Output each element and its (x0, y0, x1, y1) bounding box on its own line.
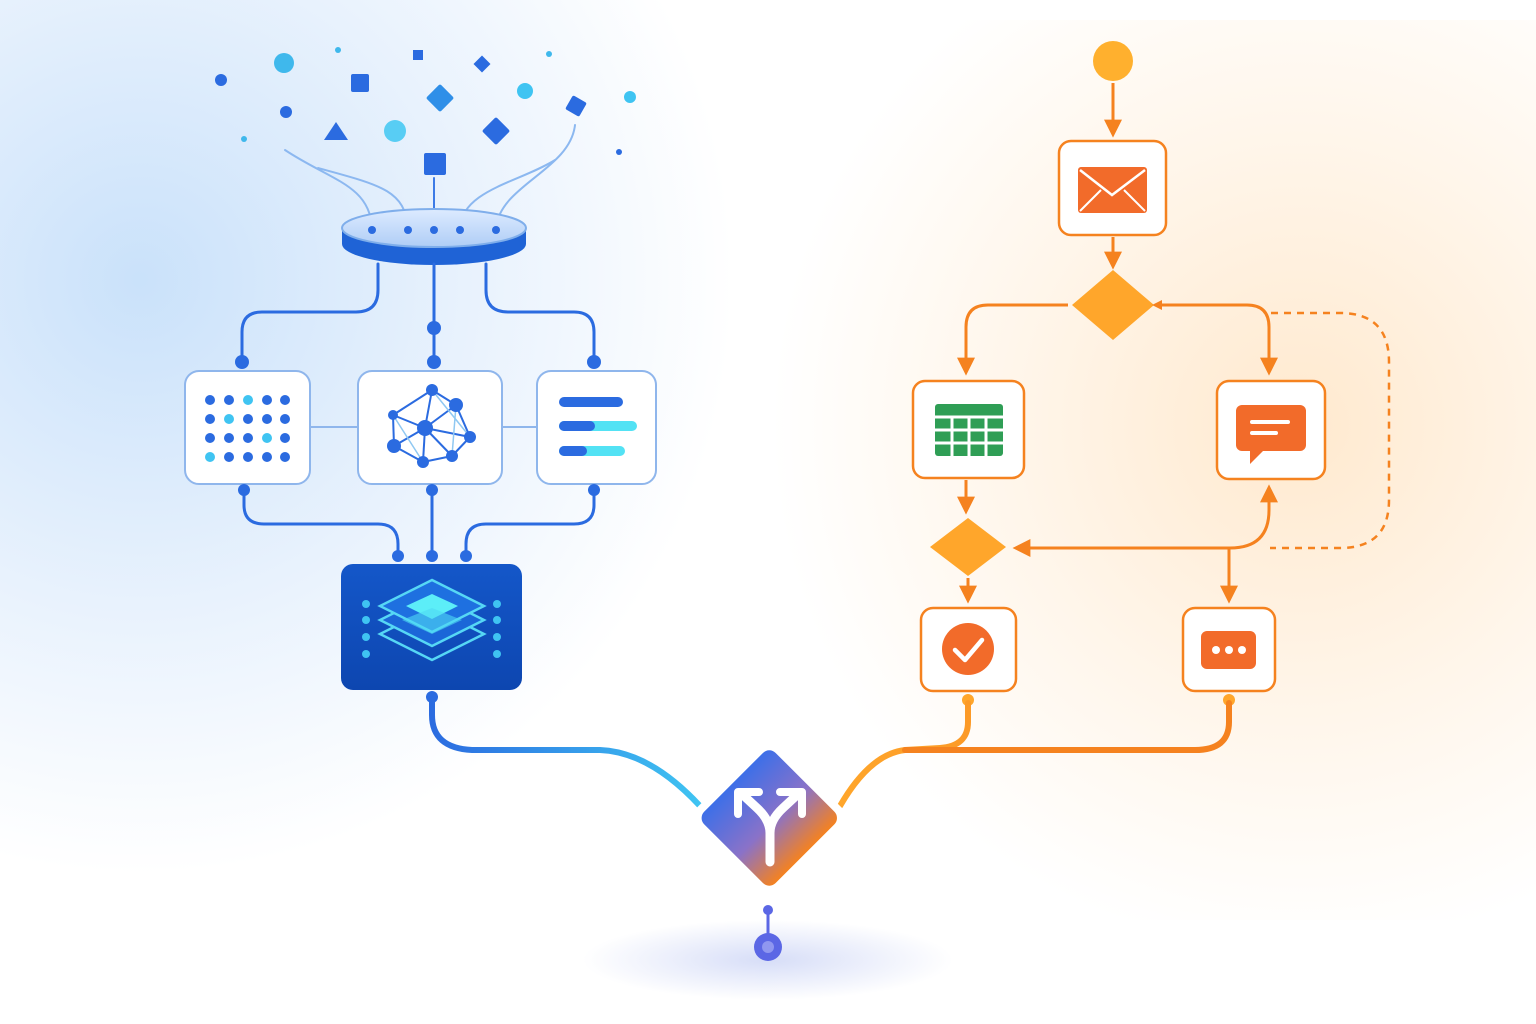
processor-dots-right (493, 600, 501, 658)
check-card[interactable] (919, 606, 1018, 693)
check-circle-icon (942, 623, 994, 675)
spreadsheet-icon (935, 404, 1003, 456)
lines-card[interactable] (536, 370, 657, 485)
particle-diamond (426, 84, 454, 112)
branch-right-connector (1158, 303, 1278, 376)
processor-dots-left (362, 600, 370, 658)
particle-dot (384, 120, 406, 142)
particle-dot (517, 83, 533, 99)
envelope-icon (1078, 167, 1147, 213)
particle-dot (546, 51, 552, 57)
convergence-connectors (242, 488, 596, 560)
email-card[interactable] (1057, 139, 1168, 237)
decision-diamond-bottom (930, 518, 1006, 576)
ellipsis-icon (1201, 631, 1256, 669)
network-graph-icon (387, 384, 476, 468)
data-particles (215, 47, 636, 175)
intake-disk (341, 208, 527, 265)
connector-nodes (238, 484, 600, 562)
text-lines-icon (559, 397, 637, 456)
grid-card[interactable] (184, 370, 311, 485)
distribution-connectors (240, 262, 596, 364)
network-card[interactable] (357, 370, 503, 485)
orange-flow-connector-right (902, 700, 1232, 753)
sheet-card[interactable] (911, 379, 1026, 480)
start-node (1093, 41, 1133, 81)
particle-dot (215, 74, 227, 86)
particle-diamond (482, 117, 510, 145)
particle-dot (616, 149, 622, 155)
processor-block[interactable] (341, 564, 522, 690)
split-arrow-icon (734, 788, 806, 867)
layered-stack-icon (377, 578, 487, 662)
particle-square (351, 74, 369, 92)
particle-triangle (324, 122, 348, 140)
particle-square (424, 153, 446, 175)
chat-bubble-icon (1236, 405, 1306, 464)
blue-flow-connector (429, 697, 703, 809)
branch-left-connector (957, 303, 1068, 376)
connector-node (763, 905, 773, 915)
particle-dot (280, 106, 292, 118)
dot-grid-icon (205, 395, 290, 462)
end-node-core (762, 941, 774, 953)
chat-card[interactable] (1215, 379, 1327, 481)
particle-dot (241, 136, 247, 142)
connector-nodes (235, 321, 601, 369)
particle-hex (565, 95, 587, 117)
orange-flow-connector-left (837, 700, 971, 809)
particle-dot (335, 47, 341, 53)
merge-node[interactable] (687, 735, 852, 900)
particle-square (413, 50, 423, 60)
particle-dot (624, 91, 636, 103)
decision-diamond-top (1072, 270, 1154, 340)
arrow-into-decision (1152, 300, 1162, 310)
particle-diamond (473, 55, 491, 73)
dashed-loop-connector (1270, 311, 1391, 550)
more-card[interactable] (1181, 606, 1277, 693)
particle-dot (274, 53, 294, 73)
loop-up-to-chat-connector (1229, 484, 1278, 550)
